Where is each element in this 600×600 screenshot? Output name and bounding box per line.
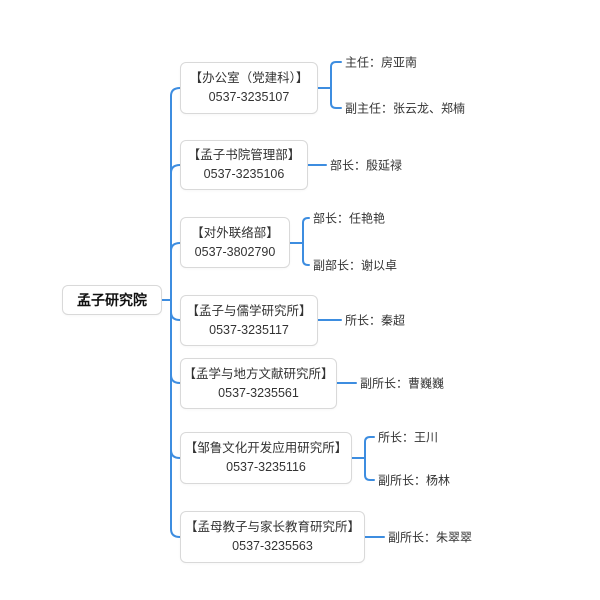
department-phone: 0537-3802790: [194, 244, 276, 259]
leader-label[interactable]: 副主任：张云龙、郑楠: [345, 101, 466, 116]
leader-label[interactable]: 副所长：朱翠翠: [388, 530, 473, 545]
root-label: 孟子研究院: [77, 292, 147, 308]
department-name: 【孟学与地方文献研究所】: [183, 366, 334, 381]
department-name: 【孟子书院管理部】: [187, 148, 301, 162]
leader-label[interactable]: 副所长：曹巍巍: [360, 376, 445, 391]
department-node-mencius-confucianism[interactable]: 【孟子与儒学研究所】 0537-3235117: [180, 295, 318, 346]
root-node[interactable]: 孟子研究院: [62, 285, 162, 315]
department-phone: 0537-3235107: [208, 90, 290, 104]
leader-label[interactable]: 副部长：谢以卓: [313, 258, 398, 273]
leader-label[interactable]: 所长：王川: [378, 430, 439, 445]
department-node-academy-mgmt[interactable]: 【孟子书院管理部】 0537-3235106: [180, 140, 308, 190]
department-name: 【孟子与儒学研究所】: [186, 303, 312, 318]
department-node-zoulu-culture[interactable]: 【邹鲁文化开发应用研究所】 0537-3235116: [180, 432, 352, 484]
leader-label[interactable]: 部长：殷延禄: [330, 158, 403, 173]
department-phone: 0537-3235117: [209, 322, 289, 337]
department-phone: 0537-3235116: [226, 460, 306, 474]
leader-label[interactable]: 副所长：杨林: [378, 473, 451, 488]
leader-label[interactable]: 主任：房亚南: [345, 55, 418, 70]
leader-label[interactable]: 部长：任艳艳: [313, 211, 386, 226]
department-node-office[interactable]: 【办公室（党建科）】 0537-3235107: [180, 62, 318, 114]
department-name: 【办公室（党建科）】: [189, 71, 309, 85]
department-name: 【孟母教子与家长教育研究所】: [184, 520, 360, 534]
department-node-external-liaison[interactable]: 【对外联络部】 0537-3802790: [180, 217, 290, 268]
department-phone: 0537-3235561: [218, 385, 299, 400]
department-phone: 0537-3235106: [203, 167, 285, 181]
department-name: 【对外联络部】: [191, 225, 279, 240]
department-node-mengmu-education[interactable]: 【孟母教子与家长教育研究所】 0537-3235563: [180, 511, 365, 563]
department-node-local-literature[interactable]: 【孟学与地方文献研究所】 0537-3235561: [180, 358, 337, 409]
department-phone: 0537-3235563: [232, 539, 313, 553]
leader-label[interactable]: 所长：秦超: [345, 313, 406, 328]
department-name: 【邹鲁文化开发应用研究所】: [184, 441, 348, 455]
